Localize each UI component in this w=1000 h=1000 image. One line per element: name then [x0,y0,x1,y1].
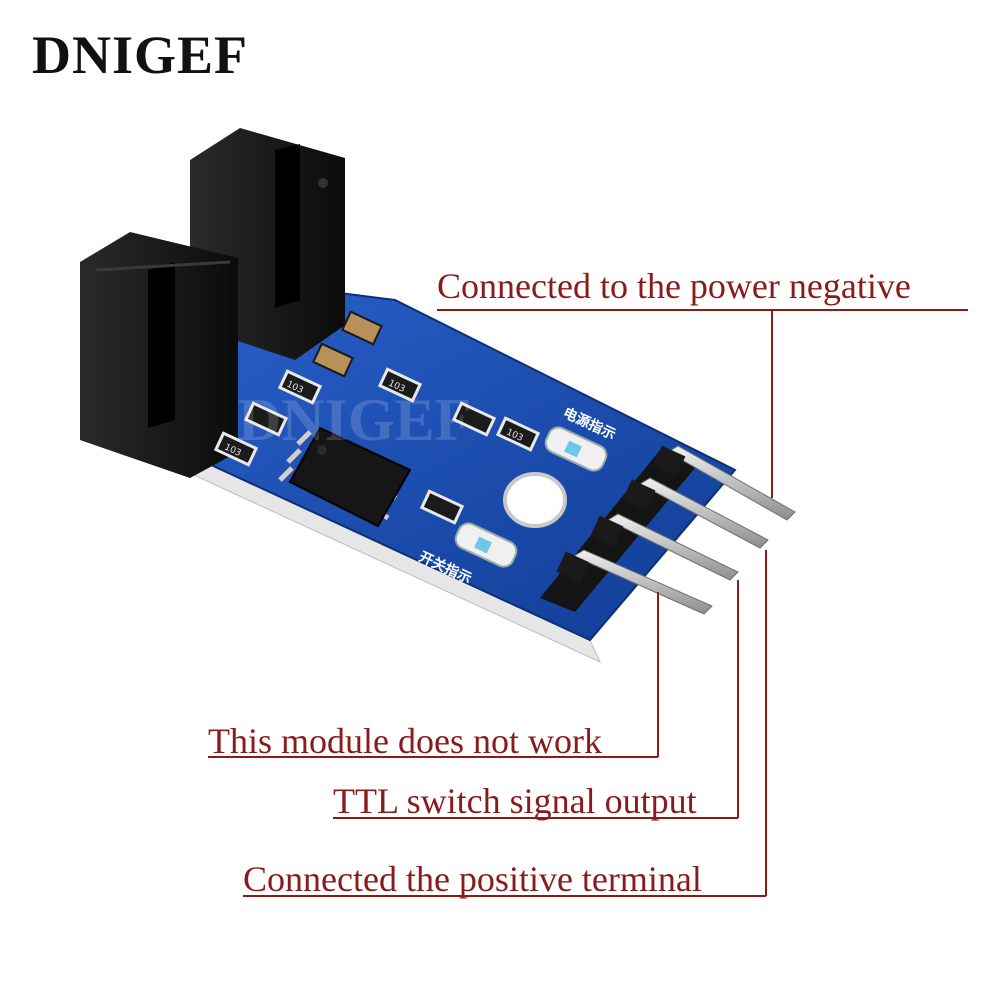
pin-header [540,445,796,615]
power-led [544,426,608,472]
switch-led [454,522,518,568]
brand-logo: DNIGEF [32,25,249,85]
mounting-hole [503,472,567,528]
smd-capacitors [312,310,383,378]
callout-power-negative: Connected to the power negative [437,266,911,306]
callout-ttl-output: TTL switch signal output [333,781,697,821]
smd-resistors: 103 103 103 103 [213,367,541,525]
board-watermark: DNIGEF [238,387,471,453]
comparator-ic [278,426,412,528]
callout-positive-terminal: Connected the positive terminal [243,859,702,899]
callout-not-work: This module does not work [208,721,602,761]
callout-leaders [208,309,968,897]
